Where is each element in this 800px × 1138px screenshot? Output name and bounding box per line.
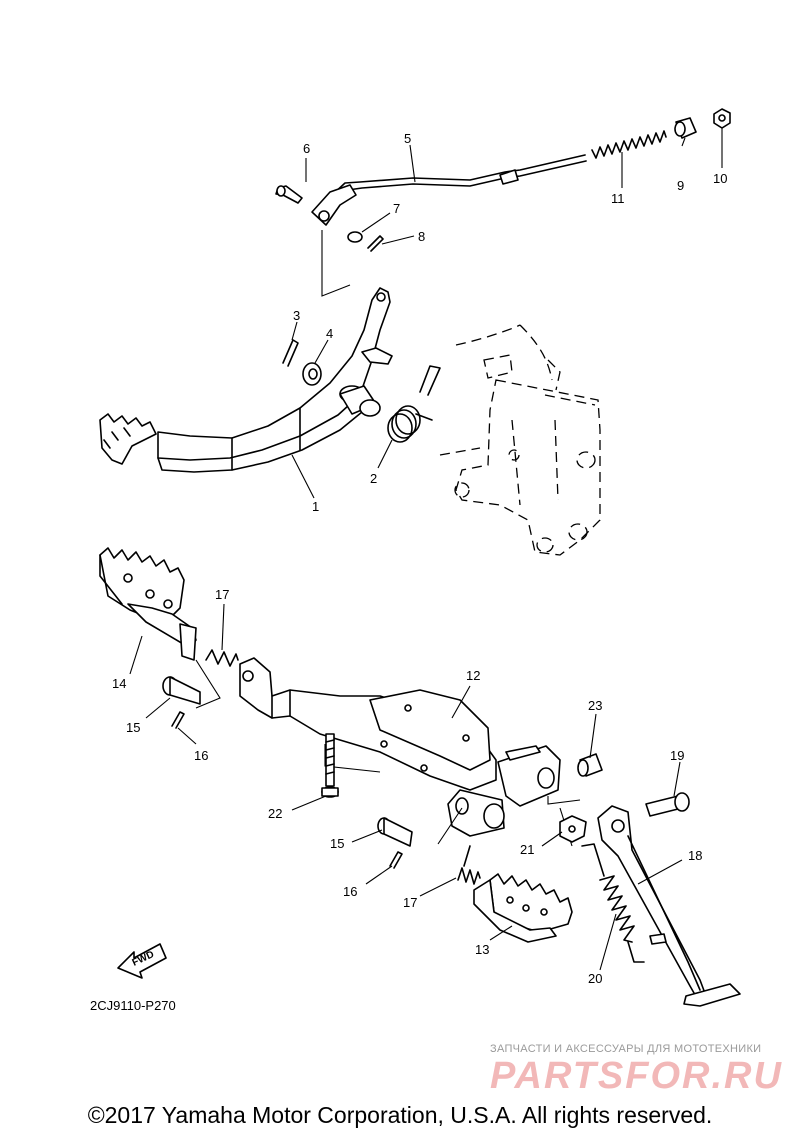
diagram-code: 2CJ9110-P270 bbox=[90, 998, 176, 1013]
callout-2: 2 bbox=[370, 471, 377, 486]
watermark-tagline: ЗАПЧАСТИ И АКСЕССУАРЫ ДЛЯ МОТОТЕХНИКИ bbox=[490, 1043, 762, 1055]
callout-15-upper: 15 bbox=[126, 720, 140, 735]
assembly-line-lower-3 bbox=[437, 807, 463, 845]
callout-16-lower: 16 bbox=[343, 884, 357, 899]
assembly-line bbox=[321, 230, 351, 297]
washer-part-4 bbox=[302, 362, 322, 386]
copyright-footer: ©2017 Yamaha Motor Corporation, U.S.A. A… bbox=[87, 1102, 713, 1128]
brake-pedal-part-1 bbox=[99, 287, 393, 473]
brake-rod-part-5 bbox=[311, 154, 587, 226]
return-spring-part-2 bbox=[387, 365, 441, 443]
callout-6: 6 bbox=[303, 141, 310, 156]
spring-hook-part-17-right bbox=[463, 845, 471, 867]
callout-13: 13 bbox=[475, 942, 489, 957]
cotter-pin-part-16-right bbox=[389, 851, 403, 869]
spring-part-11 bbox=[591, 130, 667, 159]
callout-numbers: 6 5 7 8 9 10 11 3 4 2 1 17 14 15 16 12 2… bbox=[112, 131, 727, 986]
callout-14: 14 bbox=[112, 676, 126, 691]
footrest-part-14 bbox=[99, 547, 197, 661]
callout-18: 18 bbox=[688, 848, 702, 863]
fwd-arrow-icon: FWD bbox=[117, 943, 167, 979]
cotter-pin-part-3 bbox=[282, 339, 299, 367]
leader-lines-upper bbox=[291, 128, 723, 499]
joint-part-9 bbox=[674, 117, 697, 139]
callout-20: 21 bbox=[520, 842, 534, 857]
callout-23: 22 bbox=[268, 806, 282, 821]
callout-15-lower: 15 bbox=[330, 836, 344, 851]
callout-10: 10 bbox=[713, 171, 727, 186]
cotter-pin-part-8 bbox=[367, 235, 384, 252]
spring-part-17-right bbox=[457, 867, 481, 885]
callout-9: 9 bbox=[677, 178, 684, 193]
frame-bracket bbox=[439, 324, 601, 556]
bolt-part-23 bbox=[321, 733, 339, 798]
leader-lines-lower bbox=[129, 603, 683, 971]
sidestand-part-18 bbox=[597, 805, 741, 1007]
nut-part-10 bbox=[713, 108, 731, 129]
callout-17-lower: 17 bbox=[403, 895, 417, 910]
pin-part-15-right bbox=[377, 817, 413, 847]
bolt-part-19 bbox=[645, 792, 690, 817]
callout-19: 19 bbox=[670, 748, 684, 763]
callout-4: 4 bbox=[326, 326, 333, 341]
callout-16-upper: 16 bbox=[194, 748, 208, 763]
washer-part-7 bbox=[347, 231, 363, 243]
callout-22: 23 bbox=[588, 698, 602, 713]
callout-21: 20 bbox=[588, 971, 602, 986]
callout-17-upper: 17 bbox=[215, 587, 229, 602]
sidestand-spring-part-21 bbox=[581, 843, 645, 963]
footrest-bracket-part-12 bbox=[239, 657, 561, 837]
callout-1: 1 bbox=[312, 499, 319, 514]
callout-11: 11 bbox=[611, 191, 625, 206]
assembly-line-lower-1 bbox=[195, 659, 221, 709]
footrest-part-13 bbox=[473, 873, 573, 943]
cotter-pin-part-16-left bbox=[171, 711, 185, 729]
watermark-logo: PARTSFOR.RU bbox=[490, 1055, 783, 1097]
nut-part-20 bbox=[559, 815, 587, 843]
pin-part-15-left bbox=[162, 676, 201, 705]
callout-8: 8 bbox=[418, 229, 425, 244]
assembly-line-lower-4 bbox=[547, 796, 581, 805]
callout-5: 5 bbox=[404, 131, 411, 146]
callout-12: 12 bbox=[466, 668, 480, 683]
callout-3: 3 bbox=[293, 308, 300, 323]
pin-part-6 bbox=[275, 185, 303, 204]
assembly-line-lower-2 bbox=[324, 744, 381, 773]
callout-7: 7 bbox=[393, 201, 400, 216]
spring-part-17-left bbox=[205, 649, 239, 667]
